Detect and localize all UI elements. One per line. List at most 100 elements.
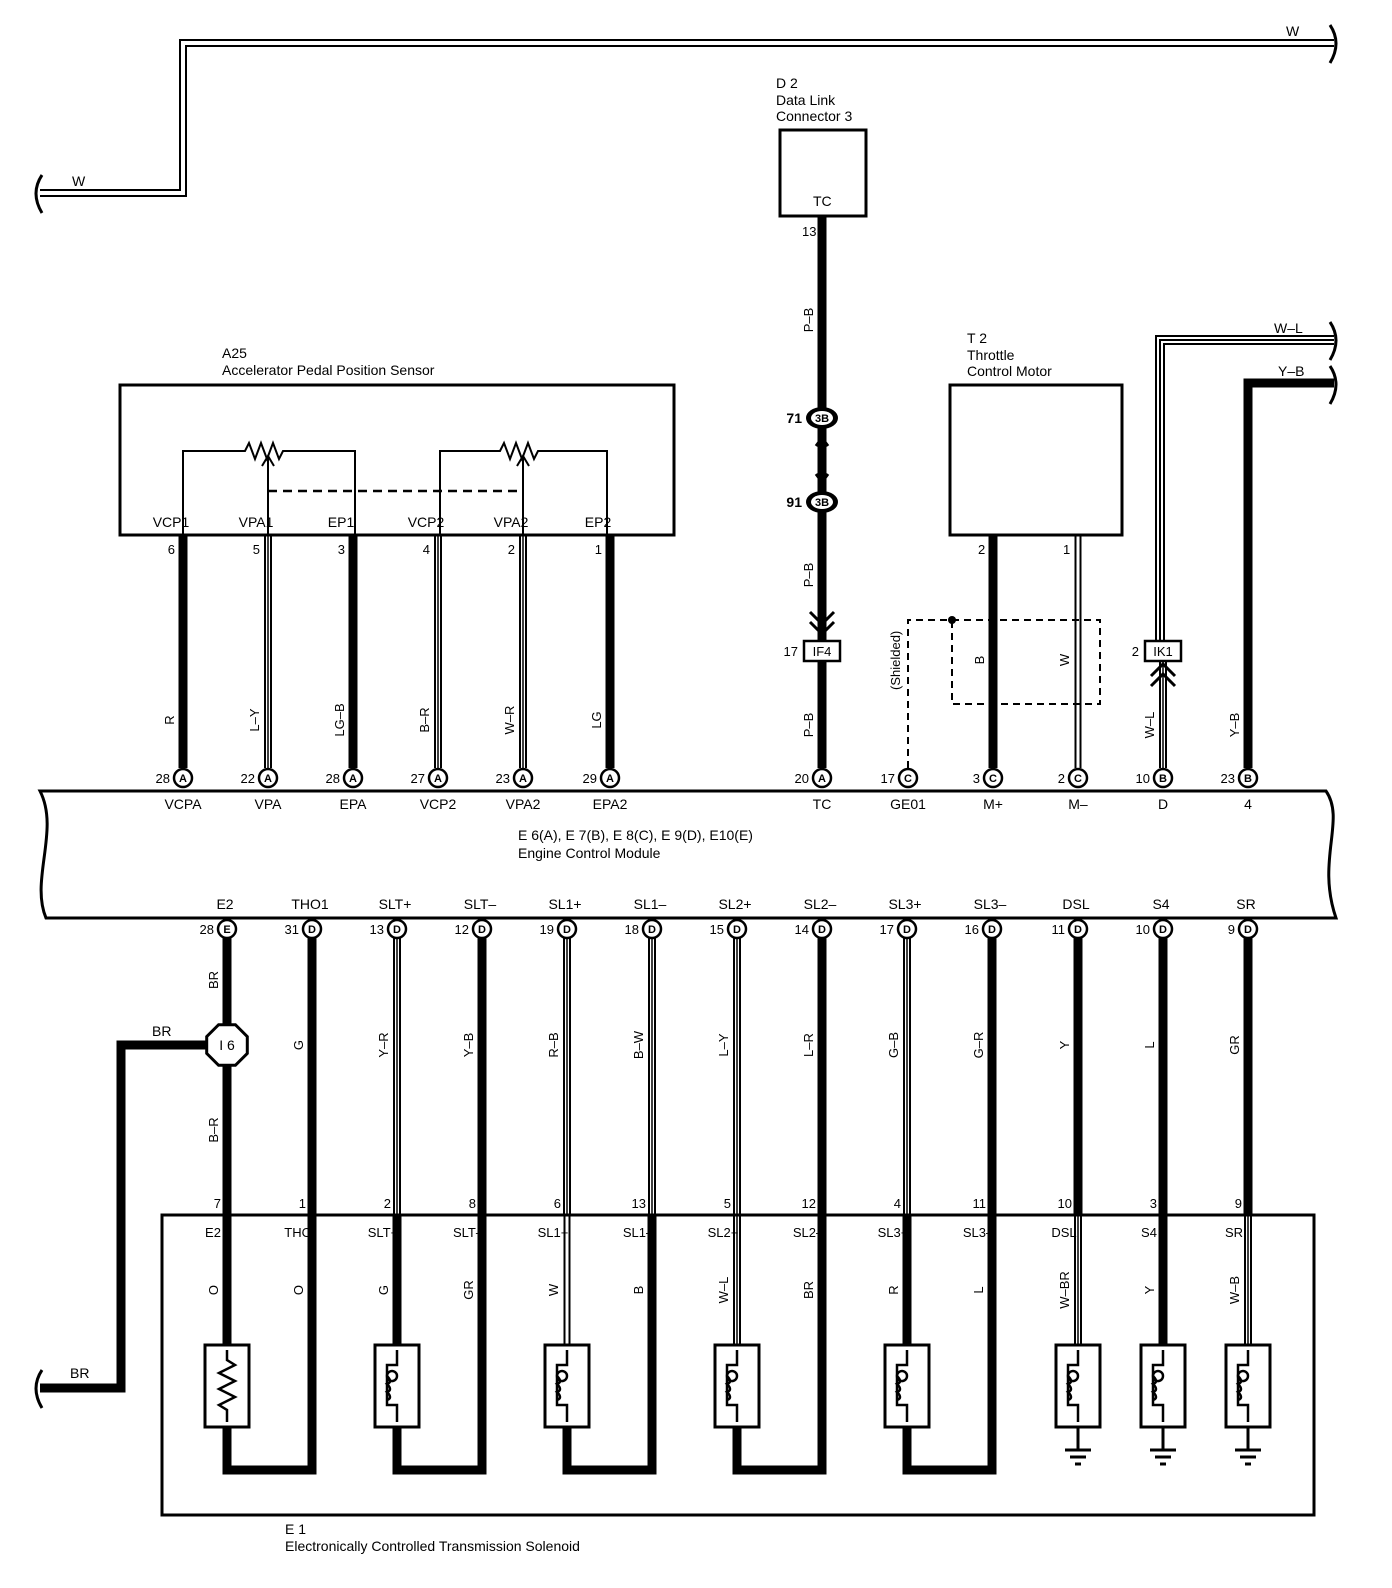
solenoid-terminal-name: SL3+ [878,1225,909,1240]
ecm-terminal-name: EPA2 [593,796,628,812]
t2-pin: 2 [978,542,985,557]
pin-number: 9 [1228,922,1235,937]
d2-terminal: TC [813,193,832,209]
pin-number: 17 [880,922,894,937]
wire-color-label: BR [801,1281,816,1299]
ecm-terminal-name: VCPA [164,796,202,812]
wire-color-label: R [886,1285,901,1294]
pin-number: 3 [1150,1196,1157,1211]
wire-color-label: L–Y [716,1033,731,1056]
pin-number: 17 [881,771,895,786]
top-w-wire [40,39,1334,197]
pin-number: 4 [423,542,430,557]
wire-color-label: BR [206,971,221,989]
wire-color-label: B–W [631,1030,646,1059]
ecm-terminal-name: DSL [1062,896,1089,912]
ecm-codes: E 6(A), E 7(B), E 8(C), E 9(D), E10(E) [518,827,753,843]
pin-number: 29 [583,771,597,786]
wire-color-label: GR [461,1280,476,1300]
connector-id: C [904,773,912,785]
connector-id: C [989,773,997,785]
solenoid-return-wire [562,1345,657,1475]
connector-id: C [1074,773,1082,785]
connector-terminal [427,767,449,789]
wire-color-label: W–B [1227,1276,1242,1304]
wire-color-label: L–Y [247,708,262,731]
t2-name-2: Control Motor [967,363,1052,379]
wire-color-label: P–B [801,713,816,738]
connector-terminal [257,767,279,789]
connector-id: B [1159,773,1167,785]
break-symbol [1328,321,1338,361]
connector-terminal [301,918,323,940]
wire-color-label: W–L [716,1277,731,1304]
pin-number: 10 [1058,1196,1072,1211]
pin-number: 19 [540,922,554,937]
break-symbol [1328,24,1338,64]
wire-color-label: W [1057,653,1072,666]
sensor-terminal-name: VCP2 [408,514,445,530]
solenoid-terminal-name: THO [284,1225,311,1240]
ecm-terminal-name: EPA [340,796,368,812]
accelerator-pedal-sensor-box [118,383,676,537]
connector-id: D [478,924,486,936]
t2-pin: 1 [1063,542,1070,557]
pin-number: 9 [1235,1196,1242,1211]
wire-color-label: BR [70,1365,89,1381]
sensor-terminal-name: VPA2 [494,514,529,530]
wire-color-label: Y [1142,1285,1157,1294]
solenoid-return-wire [222,1345,317,1475]
connector-id: D [393,924,401,936]
pin-number: 3 [973,771,980,786]
connector-terminal [1152,767,1174,789]
wire-color-label: P–B [801,563,816,588]
ecm-terminal-name: TC [813,796,832,812]
wire-color-label: G [376,1285,391,1295]
engine-control-module-body [37,789,1339,920]
connector-terminal [216,918,238,940]
wire-color-label: B [631,1286,646,1295]
connector-id: A [264,773,272,785]
connector-terminal [599,767,621,789]
wire-color-label: Y–R [376,1032,391,1057]
ecm-terminal-name: VPA [255,796,283,812]
wire-color-label: LG [589,711,604,728]
connector-terminal [981,918,1003,940]
connector-layer: VCP16RVPA15L–YEP13LG–BVCP24B–RVPA22W–REP… [153,308,1272,1475]
pin-number: 13 [370,922,384,937]
junction-connector [205,1023,249,1067]
pin-number: 6 [168,542,175,557]
connector-id: A [349,773,357,785]
ecm-terminal-name: SLT– [464,896,497,912]
connector-id: E [223,924,230,936]
br-wire [40,1040,210,1393]
connector-terminal [172,767,194,789]
ecm-terminal-name: M+ [983,796,1003,812]
solenoid-terminal-name: E2 [205,1225,221,1240]
pin-number: 2 [508,542,515,557]
wire-color-label: LG–B [332,703,347,736]
connector-id: A [179,773,187,785]
connector-terminal [556,918,578,940]
pin-number: 10 [1136,771,1150,786]
pin-number: 2 [1058,771,1065,786]
wire-color-label: GR [1227,1035,1242,1055]
pin-number: 2 [1132,644,1139,659]
wire-color-label: W–L [1142,712,1157,739]
connector-terminal [1237,918,1259,940]
pin-number: 12 [802,1196,816,1211]
component-layer: W W A25 Accelerator Pedal Position Senso… [34,23,1339,1554]
inline-connector [802,639,842,663]
solenoid-terminal-name: SL3– [963,1225,994,1240]
wire-color-label: W–L [1274,320,1303,336]
pin-number: 31 [285,922,299,937]
solenoid-terminal-name: SL2– [793,1225,824,1240]
pin-number: 28 [326,771,340,786]
connector-id: A [606,773,614,785]
pin-number: 3 [338,542,345,557]
ecm-terminal-name: VCP2 [420,796,457,812]
pin-number: 6 [554,1196,561,1211]
pin-number: 8 [469,1196,476,1211]
break-symbol [34,1369,44,1409]
